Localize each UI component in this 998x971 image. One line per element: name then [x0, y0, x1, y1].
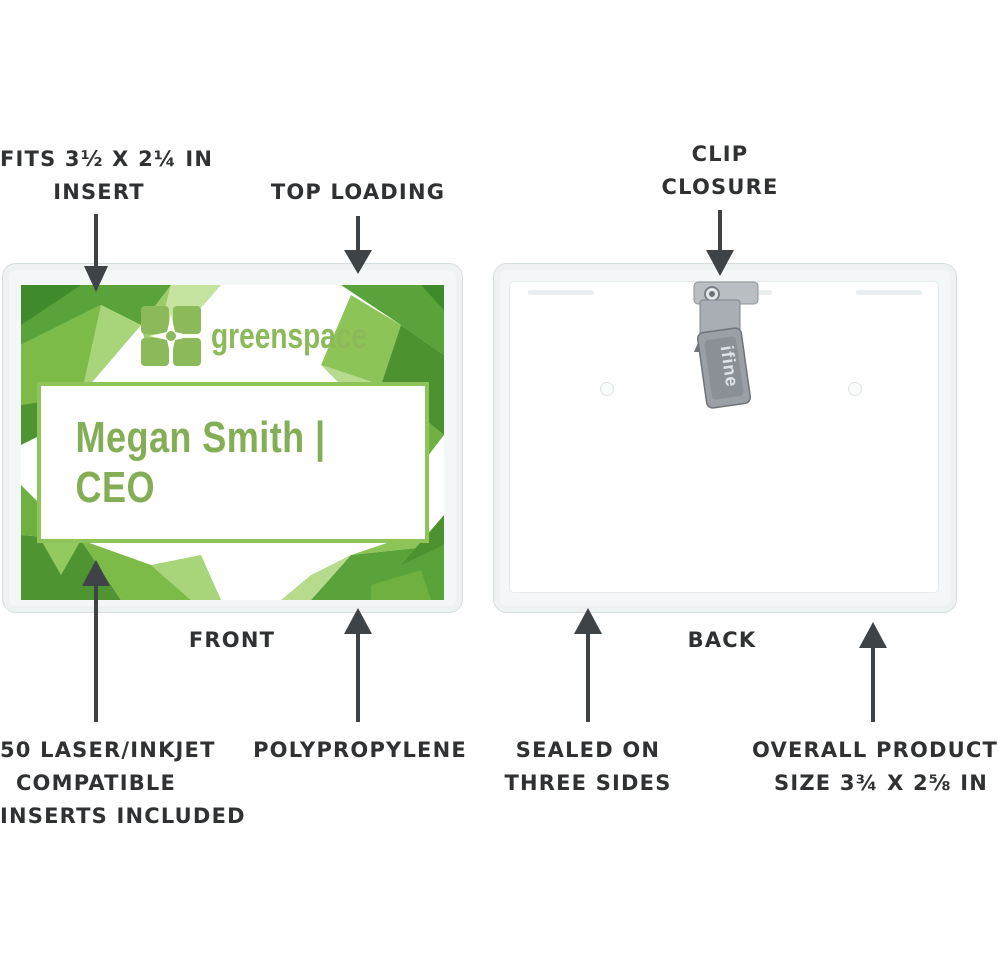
callout-inserts-line3: INSERTS INCLUDED: [0, 804, 246, 828]
callout-sealed-three-sides: SEALED ON THREE SIDES: [498, 734, 678, 800]
name-panel: Megan Smith | CEO: [37, 382, 429, 543]
slot-left: [528, 290, 594, 295]
callout-inserts-line1: 50 LASER/INKJET: [0, 738, 216, 762]
callout-clip-closure-line1: CLIP: [691, 142, 749, 166]
callout-top-loading-line1: TOP LOADING: [270, 180, 446, 204]
callout-inserts-included: 50 LASER/INKJET COMPATIBLE INSERTS INCLU…: [0, 734, 246, 833]
badge-holder-back: ifine: [493, 263, 957, 613]
hole-right: [848, 382, 862, 396]
slot-right: [856, 290, 922, 295]
brand-name: greenspace: [211, 315, 368, 356]
callout-fits-insert: FITS 3½ X 2¼ IN INSERT: [0, 143, 214, 209]
back-label: BACK: [687, 628, 757, 652]
front-label: FRONT: [188, 628, 276, 652]
brand-logo: greenspace: [141, 301, 411, 371]
callout-overall-line2: SIZE 3¾ X 2⅝ IN: [774, 771, 989, 795]
clip-icon: [693, 281, 759, 409]
callout-fits-insert-line2: INSERT: [53, 180, 145, 204]
badge-insert: greenspace Megan Smith | CEO: [21, 285, 444, 600]
badge-name-title: Megan Smith | CEO: [75, 412, 326, 512]
hole-left: [600, 382, 614, 396]
callout-arrows: [82, 210, 887, 722]
callout-top-loading: TOP LOADING: [258, 176, 458, 209]
callout-overall-size: OVERALL PRODUCT SIZE 3¾ X 2⅝ IN: [752, 734, 998, 800]
insert-background-pattern: [21, 285, 444, 600]
callout-polypropylene: POLYPROPYLENE: [253, 738, 467, 762]
callout-sealed-line2: THREE SIDES: [504, 771, 672, 795]
callout-overall-line1: OVERALL PRODUCT: [752, 738, 998, 762]
callout-clip-closure: CLIP CLOSURE: [630, 138, 810, 204]
greenspace-logo-icon: [141, 306, 201, 366]
badge-holder-front: greenspace Megan Smith | CEO: [2, 263, 463, 613]
callout-clip-closure-line2: CLOSURE: [661, 175, 779, 199]
callout-sealed-line1: SEALED ON: [515, 738, 661, 762]
callout-inserts-line2: COMPATIBLE: [15, 771, 177, 795]
callout-fits-insert-line1: FITS 3½ X 2¼ IN: [0, 147, 214, 171]
